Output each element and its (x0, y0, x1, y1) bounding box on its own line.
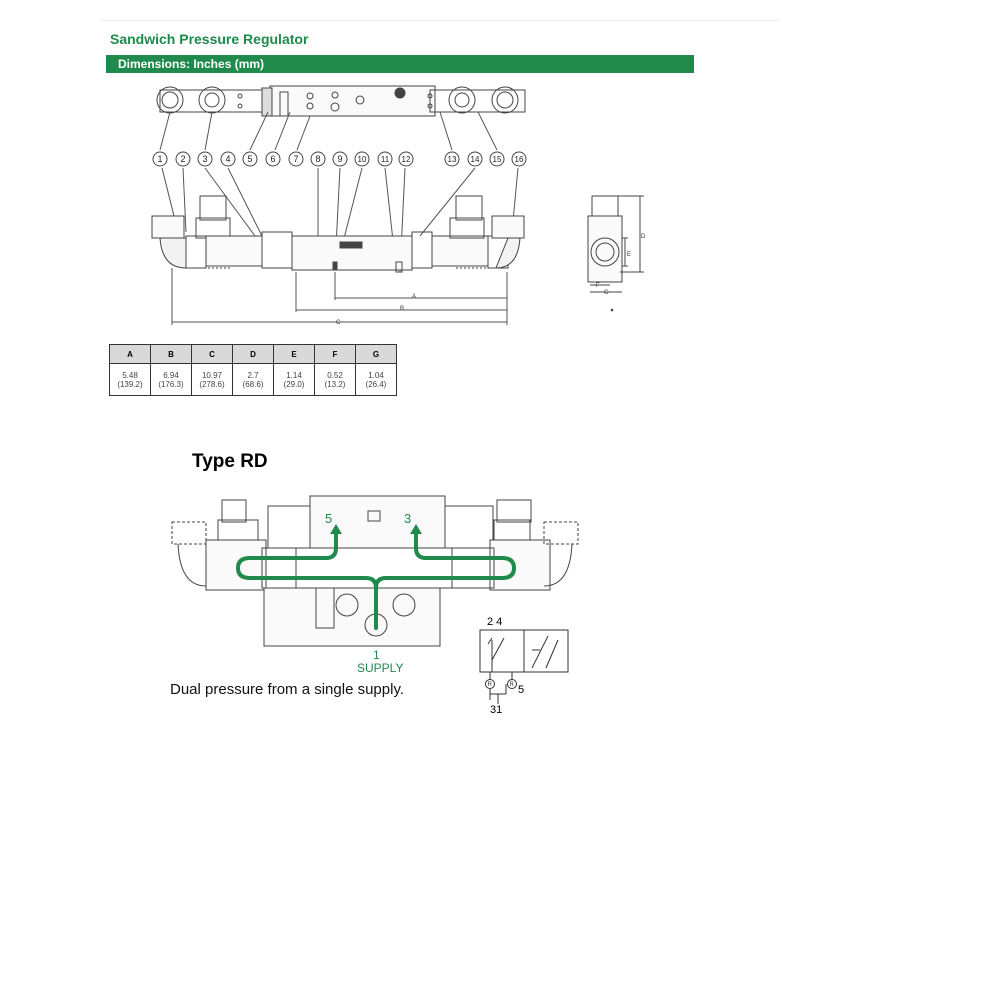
callout-11: 11 (377, 151, 393, 167)
svg-text:7: 7 (293, 154, 298, 164)
callout-13: 13 (444, 151, 460, 167)
type-rd-heading: Type RD (192, 451, 268, 472)
callout-12: 12 (398, 151, 414, 167)
svg-text:12: 12 (402, 155, 411, 164)
svg-text:1: 1 (157, 154, 162, 164)
dim-label-e: E (627, 252, 631, 258)
table-cell: 2.7(68.6) (232, 363, 274, 396)
dim-label-g: G (604, 290, 609, 296)
table-row: 5.48(139.2) 6.94(176.3) 10.97(278.6) 2.7… (109, 363, 397, 396)
table-cell: 1.14(29.0) (273, 363, 315, 396)
table-header: G (355, 344, 397, 364)
side-view (151, 195, 525, 273)
svg-text:10: 10 (358, 155, 367, 164)
callout-2: 2 (175, 151, 191, 167)
top-rule (100, 20, 780, 21)
dim-label-f: F (596, 283, 600, 289)
symbol-ports-bottom: 31 (490, 704, 503, 716)
supply-port-number: 1 (373, 648, 380, 662)
table-header: A (109, 344, 151, 364)
port-5-label: 5 (325, 511, 333, 526)
table-header-row: A B C D E F G (109, 344, 397, 364)
dim-label-b: B (400, 306, 404, 312)
svg-text:15: 15 (493, 155, 502, 164)
svg-text:8: 8 (315, 154, 320, 164)
svg-text:6: 6 (270, 154, 275, 164)
dim-label-d: D (641, 234, 646, 240)
table-header: B (150, 344, 192, 364)
table-header: C (191, 344, 233, 364)
dim-label-a: A (412, 294, 416, 300)
table-cell: 1.04(26.4) (355, 363, 397, 396)
dim-label-c: C (336, 320, 341, 326)
svg-text:14: 14 (471, 155, 480, 164)
callout-6: 6 (265, 151, 281, 167)
svg-text:11: 11 (381, 155, 390, 164)
table-header: E (273, 344, 315, 364)
callout-1: 1 (152, 151, 168, 167)
section-title: Dimensions: Inches (mm) (118, 57, 265, 71)
table-header: F (314, 344, 356, 364)
callout-16: 16 (511, 151, 527, 167)
table-cell: 6.94(176.3) (150, 363, 192, 396)
dimension-lines (171, 268, 508, 325)
regulator-mark-left: R (488, 682, 493, 688)
callouts: 1 2 3 4 5 6 7 8 9 10 11 12 13 14 15 16 (152, 151, 527, 167)
callout-14: 14 (467, 151, 483, 167)
table-header: D (232, 344, 274, 364)
table-cell: 5.48(139.2) (109, 363, 151, 396)
svg-text:4: 4 (225, 154, 230, 164)
callout-10: 10 (354, 151, 370, 167)
symbol-ports-top: 2 4 (487, 616, 503, 628)
end-view (587, 195, 644, 312)
table-cell: 0.52(13.2) (314, 363, 356, 396)
section-bar: Dimensions: Inches (mm) (106, 55, 694, 73)
callout-3: 3 (197, 151, 213, 167)
svg-text:3: 3 (202, 154, 207, 164)
svg-text:9: 9 (337, 154, 342, 164)
callout-15: 15 (489, 151, 505, 167)
port-3-label: 3 (404, 511, 412, 526)
callout-4: 4 (220, 151, 236, 167)
callout-9: 9 (332, 151, 348, 167)
table-cell: 10.97(278.6) (191, 363, 233, 396)
callout-8: 8 (310, 151, 326, 167)
regulator-mark-right: R (510, 682, 515, 688)
callout-7: 7 (288, 151, 304, 167)
svg-text:2: 2 (180, 154, 185, 164)
page-title: Sandwich Pressure Regulator (110, 31, 309, 47)
valve-symbol (479, 629, 569, 704)
flow-paths (236, 524, 516, 630)
symbol-port-right: 5 (518, 684, 525, 696)
supply-label: SUPPLY (357, 661, 404, 675)
top-view (156, 85, 526, 117)
callout-5: 5 (242, 151, 258, 167)
type-rd-drawing (171, 495, 579, 647)
svg-text:16: 16 (515, 155, 524, 164)
type-rd-caption: Dual pressure from a single supply. (170, 681, 404, 698)
dimensions-table: A B C D E F G 5.48(139.2) 6.94(176.3) 10… (109, 344, 397, 396)
svg-text:5: 5 (247, 154, 252, 164)
svg-text:13: 13 (448, 155, 457, 164)
